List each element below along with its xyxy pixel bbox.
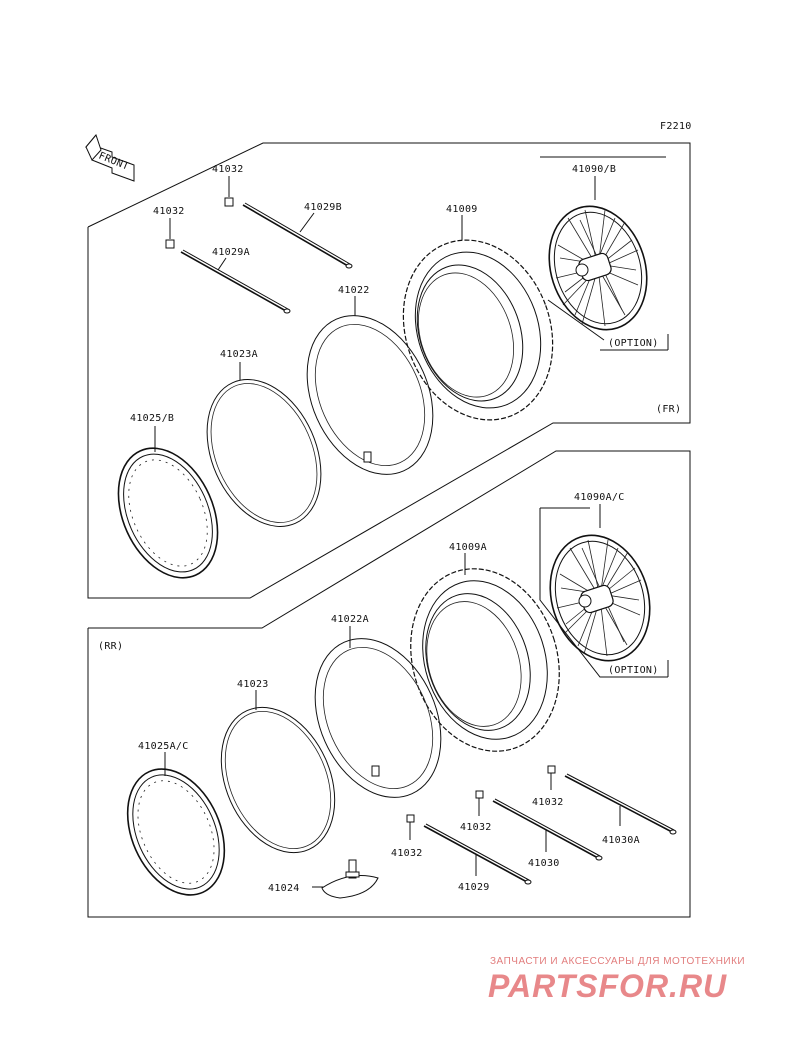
rear-label-41029: 41029 bbox=[458, 882, 490, 893]
front-nipple-b bbox=[224, 176, 234, 207]
rear-section-frame bbox=[87, 450, 691, 918]
rear-wheel-assembly bbox=[539, 504, 669, 678]
front-arrow-icon: FRONT bbox=[85, 133, 135, 182]
rear-rim bbox=[126, 752, 226, 896]
front-label-41023a: 41023A bbox=[220, 349, 258, 360]
front-label-41022: 41022 bbox=[338, 285, 370, 296]
rear-label-41030a: 41030A bbox=[602, 835, 640, 846]
rear-label-41024: 41024 bbox=[268, 883, 300, 894]
rear-label-41032-2: 41032 bbox=[460, 822, 492, 833]
rear-spoke-29 bbox=[423, 823, 532, 885]
rear-nipple-1 bbox=[547, 765, 556, 790]
rear-label-41023: 41023 bbox=[237, 679, 269, 690]
rear-option-label: (OPTION) bbox=[608, 665, 659, 676]
front-option-box bbox=[600, 334, 669, 351]
front-nipple-a bbox=[165, 218, 175, 249]
rear-nipple-2 bbox=[475, 790, 484, 816]
front-label-41090b: 41090/B bbox=[572, 164, 616, 175]
rear-tire bbox=[410, 553, 560, 752]
front-rim bbox=[117, 426, 219, 579]
rear-label-41032-1: 41032 bbox=[532, 797, 564, 808]
rear-tube bbox=[314, 626, 442, 798]
front-label-41025b: 41025/B bbox=[130, 413, 174, 424]
front-section-frame bbox=[87, 142, 691, 599]
rear-section-label: (RR) bbox=[98, 641, 123, 652]
front-label-41032-a: 41032 bbox=[153, 206, 185, 217]
rear-rim-band bbox=[220, 690, 336, 854]
front-wheel-assembly bbox=[540, 156, 666, 341]
rear-spoke-30 bbox=[492, 798, 603, 861]
figure-code: F2210 bbox=[660, 121, 692, 132]
watermark-logo: PARTSFOR.RU bbox=[488, 968, 727, 1004]
front-rim-band bbox=[206, 362, 322, 527]
front-label-41029a: 41029A bbox=[212, 247, 250, 258]
rear-label-41032-3: 41032 bbox=[391, 848, 423, 859]
rear-label-41009a: 41009A bbox=[449, 542, 487, 553]
front-spoke-a bbox=[180, 249, 291, 314]
front-label-41009: 41009 bbox=[446, 204, 478, 215]
front-option-label: (OPTION) bbox=[608, 338, 659, 349]
rear-label-41025ac: 41025A/C bbox=[138, 741, 189, 752]
front-tire bbox=[402, 215, 554, 421]
front-label-41032-b: 41032 bbox=[212, 164, 244, 175]
front-spoke-b bbox=[242, 202, 353, 269]
watermark-tagline: ЗАПЧАСТИ И АКСЕССУАРЫ ДЛЯ МОТОТЕХНИКИ bbox=[490, 956, 745, 967]
rear-nipple-3 bbox=[406, 814, 415, 840]
rear-rim-lock bbox=[312, 859, 379, 899]
rear-label-41022a: 41022A bbox=[331, 614, 369, 625]
rear-label-41030: 41030 bbox=[528, 858, 560, 869]
rear-label-41090ac: 41090A/C bbox=[574, 492, 625, 503]
front-section-label: (FR) bbox=[656, 404, 681, 415]
rear-spoke-30a bbox=[564, 773, 677, 835]
front-label-41029b: 41029B bbox=[304, 202, 342, 213]
front-tube bbox=[306, 296, 434, 475]
